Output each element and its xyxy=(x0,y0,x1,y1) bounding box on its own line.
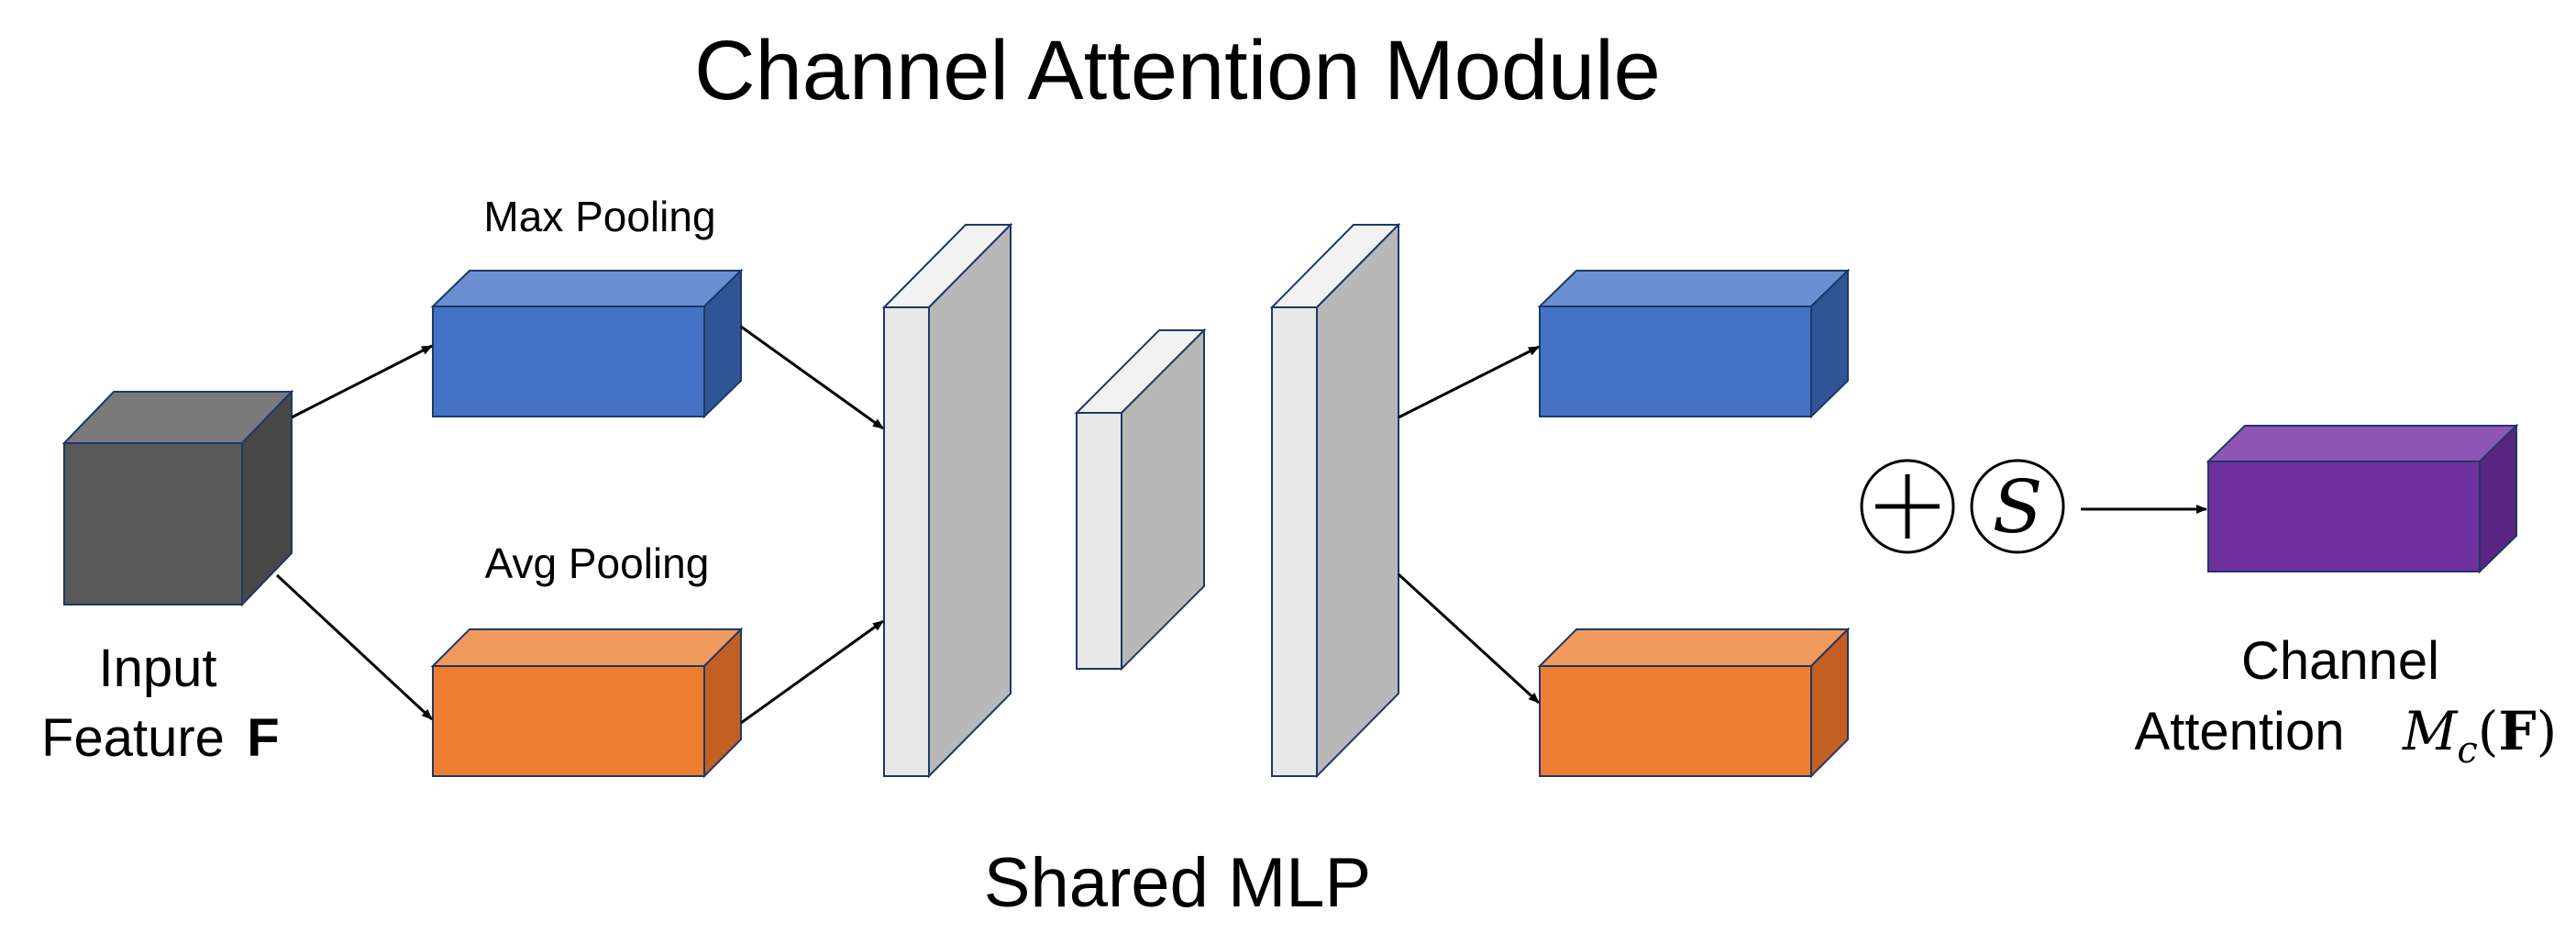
output-symbol-m: M xyxy=(2402,700,2459,762)
arrow-max-to-mlp xyxy=(740,325,884,430)
output-symbol-close: ) xyxy=(2537,700,2558,762)
shared-mlp-label: Shared MLP xyxy=(984,844,1371,922)
input-symbol-f: F xyxy=(247,708,279,768)
mlp-layer-hidden xyxy=(1074,328,1207,672)
mlp-layer-output xyxy=(1269,222,1401,779)
max-pooling-label: Max Pooling xyxy=(483,193,715,240)
element-wise-sum-icon xyxy=(1860,459,1955,554)
mlp-output-max-block xyxy=(1537,268,1851,419)
channel-attention-output-block xyxy=(2206,423,2519,574)
arrow-mlp-to-max-out xyxy=(1398,345,1540,419)
input-label-line1: Input xyxy=(99,639,217,698)
arrows xyxy=(275,325,2207,725)
output-label-line2: Attention xyxy=(2135,702,2345,761)
arrow-input-to-max xyxy=(291,344,433,419)
arrow-input-to-avg xyxy=(275,573,434,721)
sigmoid-symbol: S xyxy=(1993,464,2043,550)
arrow-avg-to-mlp xyxy=(740,619,884,725)
avg-pooling-label: Avg Pooling xyxy=(485,539,710,587)
output-symbol-sub: c xyxy=(2457,729,2477,772)
output-symbol-f: F xyxy=(2498,700,2536,762)
mlp-layer-input xyxy=(881,222,1013,779)
input-feature-cube xyxy=(61,389,294,607)
arrow-mlp-to-avg-out xyxy=(1397,572,1541,705)
avg-pooling-block xyxy=(430,627,744,779)
diagram-title: Channel Attention Module xyxy=(694,24,1661,117)
input-cube-front xyxy=(63,442,243,605)
input-label-line2: Feature xyxy=(41,708,225,768)
output-symbol: Mc(F) xyxy=(2402,700,2557,772)
output-symbol-open: ( xyxy=(2478,700,2499,762)
output-label-line1: Channel xyxy=(2241,631,2439,691)
mlp-output-avg-block xyxy=(1537,627,1851,779)
sigmoid-icon: S xyxy=(1970,459,2065,554)
max-pooling-block xyxy=(430,268,744,419)
